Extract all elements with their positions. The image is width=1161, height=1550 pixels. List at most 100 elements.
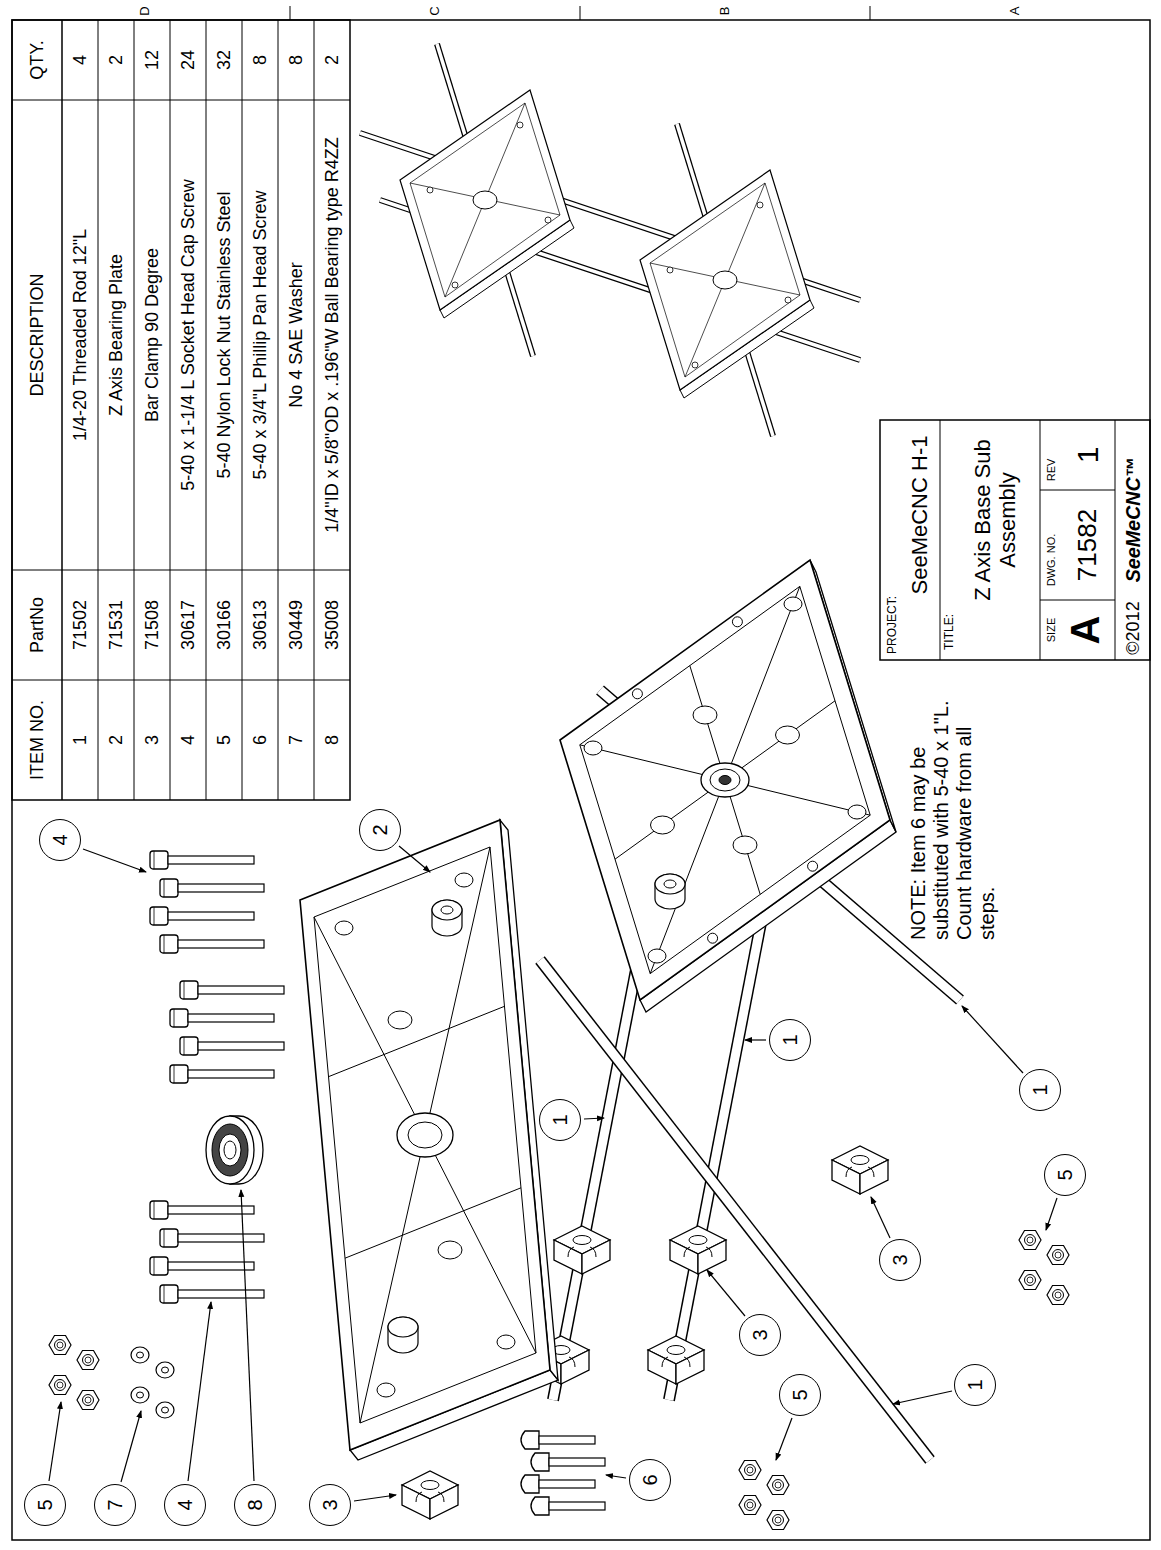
bar-clamp [648, 1336, 704, 1384]
assembled-thumbnail [692, 362, 698, 368]
assembled-thumbnail [650, 183, 800, 377]
leader-line [584, 1118, 604, 1119]
washer [131, 1387, 149, 1403]
callout-number: 8 [234, 1484, 276, 1526]
table-cell: 6 [250, 735, 271, 745]
bom-table-grid [314, 20, 315, 800]
lock-nut [767, 1476, 789, 1495]
bearing-plate-assembled [655, 874, 685, 894]
assembled-thumbnail [473, 191, 497, 209]
assembled-thumbnail [517, 122, 523, 128]
ball-bearing [219, 1134, 241, 1166]
threaded-rod [540, 960, 930, 1460]
socket-head-screw [170, 1065, 274, 1083]
assembled-thumbnail [785, 297, 791, 303]
bearing-plate [388, 1011, 412, 1029]
callout-number: 5 [24, 1484, 66, 1526]
bom-table-grid [98, 20, 99, 800]
table-cell: 30166 [214, 600, 235, 650]
washer [156, 1362, 174, 1378]
sheet-size: A [1062, 616, 1108, 645]
assembled-thumbnail [360, 44, 860, 436]
lock-nut [49, 1336, 71, 1355]
title-block-caption: SIZE [1045, 618, 1058, 642]
bearing-plate [432, 900, 462, 920]
callout-number: 6 [629, 1459, 671, 1501]
leader-line [1046, 1198, 1057, 1230]
title-block-grid [880, 420, 1150, 660]
bearing-plate [377, 1383, 395, 1397]
table-cell: 5-40 x 1-1/4 L Socket Head Cap Screw [178, 179, 199, 491]
leader-line [354, 1495, 396, 1501]
socket-head-screw [150, 1201, 254, 1219]
table-cell: 1/4-20 Threaded Rod 12"L [70, 229, 91, 441]
bearing-plate-assembled [701, 763, 749, 797]
title-block-caption: REV [1045, 459, 1058, 482]
lock-nut [739, 1496, 761, 1515]
table-cell: 4 [70, 55, 91, 65]
callout-number: 3 [309, 1484, 351, 1526]
title-block-grid [1040, 600, 1115, 601]
sheet-border [12, 20, 1150, 1540]
zone-letter: A [1008, 7, 1023, 16]
assembled-thumbnail [757, 202, 763, 208]
table-cell: 12 [142, 50, 163, 70]
bom-table-grid [242, 20, 243, 800]
table-cell: 35008 [322, 600, 343, 650]
table-header: ITEM NO. [27, 700, 48, 780]
bearing-plate [335, 921, 353, 935]
ball-bearing [224, 1141, 236, 1159]
revision-number: 1 [1071, 447, 1106, 464]
title-block-grid [1115, 420, 1116, 660]
sheet-border [290, 6, 291, 20]
bearing-plate-assembled [655, 874, 685, 909]
ball-bearing [206, 1116, 263, 1184]
bar-clamp [832, 1146, 888, 1194]
bearing-plate-assembled [580, 586, 870, 973]
title-block-grid [880, 420, 1150, 660]
lock-nut [49, 1231, 1069, 1530]
socket-head-screw [170, 1009, 274, 1027]
zone-letter: B [718, 7, 733, 16]
bom-table-grid [278, 20, 279, 800]
bom-table-grid [12, 680, 350, 681]
bearing-plate [314, 847, 536, 1423]
bom-table-grid [206, 20, 207, 800]
project-name: SeeMeCNC H-1 [907, 436, 932, 595]
bom-table-grid [12, 20, 350, 800]
callout-number: 1 [954, 1364, 996, 1406]
callout-number: 1 [769, 1019, 811, 1061]
bearing-plate-assembled [784, 597, 802, 611]
table-cell: 3 [142, 735, 163, 745]
assembled-thumbnail [410, 103, 560, 297]
bom-table-grid [61, 20, 63, 800]
leader-line [606, 1475, 626, 1478]
bearing-plate-assembled [776, 726, 800, 744]
bearing-plate-assembled [664, 880, 676, 888]
bearing-plate [300, 820, 558, 1460]
table-cell: Z Axis Bearing Plate [106, 254, 127, 416]
socket-head-screw [160, 1229, 264, 1247]
ball-bearing [212, 1124, 248, 1176]
bar-clamp [533, 1226, 726, 1384]
pan-head-screw [521, 1475, 595, 1493]
assembled-thumbnail [545, 217, 551, 223]
bar-clamp [554, 1226, 610, 1274]
lock-nut [1019, 1271, 1041, 1290]
callout-number: 3 [739, 1314, 781, 1356]
table-cell: 30613 [250, 600, 271, 650]
table-cell: 8 [286, 55, 307, 65]
title-block-caption: PROJECT: [886, 596, 900, 654]
lock-nut [739, 1461, 761, 1480]
lock-nut [1047, 1246, 1069, 1265]
bom-table-grid [134, 20, 135, 800]
bom-table-grid [12, 20, 350, 800]
bearing-plate-assembled [648, 949, 666, 963]
bearing-plate [438, 1241, 462, 1259]
lock-nut [77, 1391, 99, 1410]
socket-head-screw [160, 935, 264, 953]
title-block-caption: DWG. NO. [1045, 534, 1058, 587]
assembled-thumbnail [667, 267, 673, 273]
